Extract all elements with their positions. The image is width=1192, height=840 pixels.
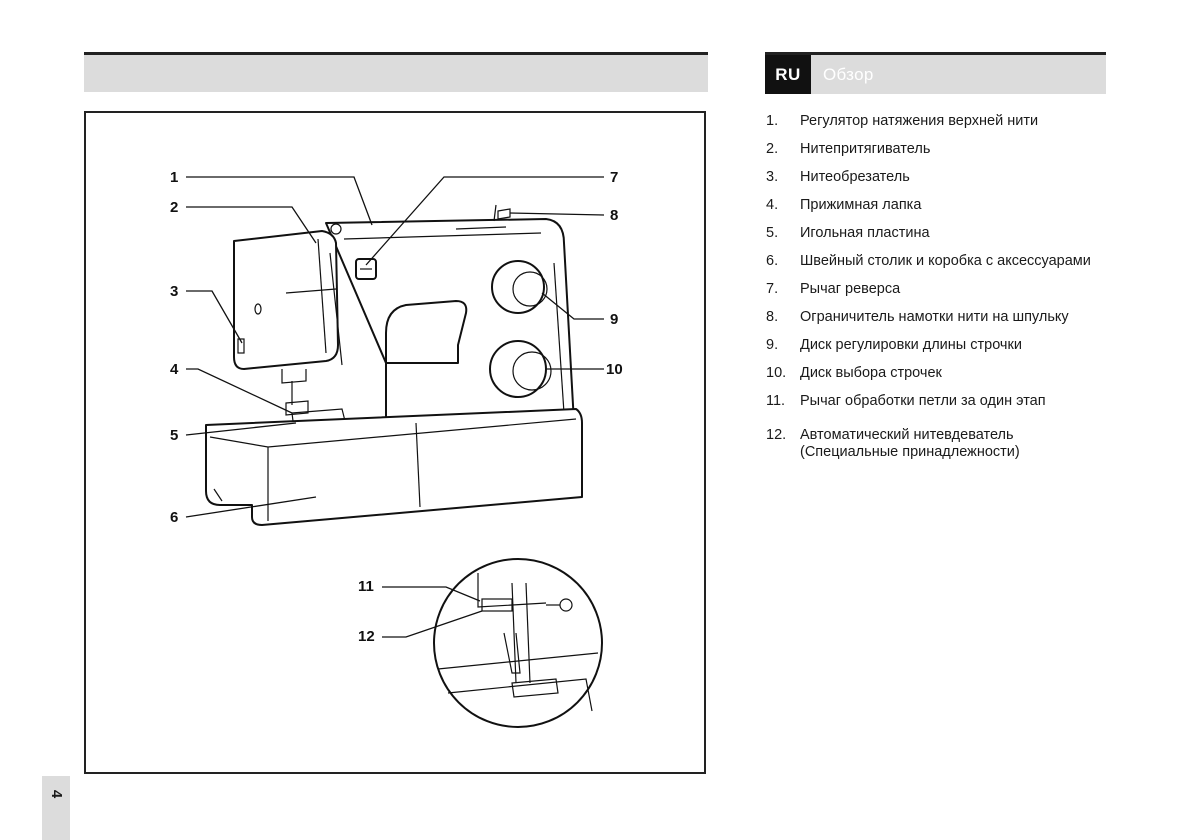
list-item: 7.Рычаг реверса [766,281,901,297]
callout-numbers: 1 2 3 4 5 6 7 8 9 10 11 12 [170,169,623,645]
parts-list: 1.Регулятор натяжения верхней нити 2.Нит… [766,113,1106,472]
list-item: 3.Нитеобрезатель [766,169,910,185]
section-title: Обзор [823,64,874,84]
left-header-bar [84,52,708,92]
sewing-machine-figure: 1 2 3 4 5 6 7 8 9 10 11 12 [84,111,706,774]
machine-body [205,204,583,526]
list-item: 1.Регулятор натяжения верхней нити [766,113,1039,129]
list-item: 4.Прижимная лапка [766,197,922,213]
sewing-machine-diagram: 1 2 3 4 5 6 7 8 9 10 11 12 [170,169,623,728]
section-header: RU Обзор [765,52,1106,94]
callout-7: 7 [610,169,618,186]
callout-5: 5 [170,427,178,444]
list-item: 12.Автоматический нитевдеватель (Специал… [766,427,1020,460]
list-item: 11.Рычаг обработки петли за один этап [766,393,1046,409]
list-item: 5.Игольная пластина [766,225,930,241]
list-item: 6.Швейный столик и коробка с аксессуарам… [766,253,1091,269]
list-item: 8.Ограничитель намотки нити на шпульку [766,309,1069,325]
callout-1: 1 [170,169,178,186]
callout-2: 2 [170,199,178,216]
page-number: 4 [48,789,65,799]
list-item: 10.Диск выбора строчек [766,365,942,381]
callout-leaders [185,176,605,518]
callout-8: 8 [610,207,618,224]
page-tab: 4 [42,776,70,840]
language-badge: RU [765,55,811,94]
callout-11: 11 [358,578,374,595]
callout-9: 9 [610,311,618,328]
callout-6: 6 [170,509,178,526]
callout-10: 10 [606,361,623,378]
callout-3: 3 [170,283,178,300]
list-item: 2.Нитепритягиватель [766,141,931,157]
callout-4: 4 [170,361,179,378]
callout-12: 12 [358,628,375,645]
list-item: 9.Диск регулировки длины строчки [766,337,1022,353]
detail-inset [382,558,603,728]
